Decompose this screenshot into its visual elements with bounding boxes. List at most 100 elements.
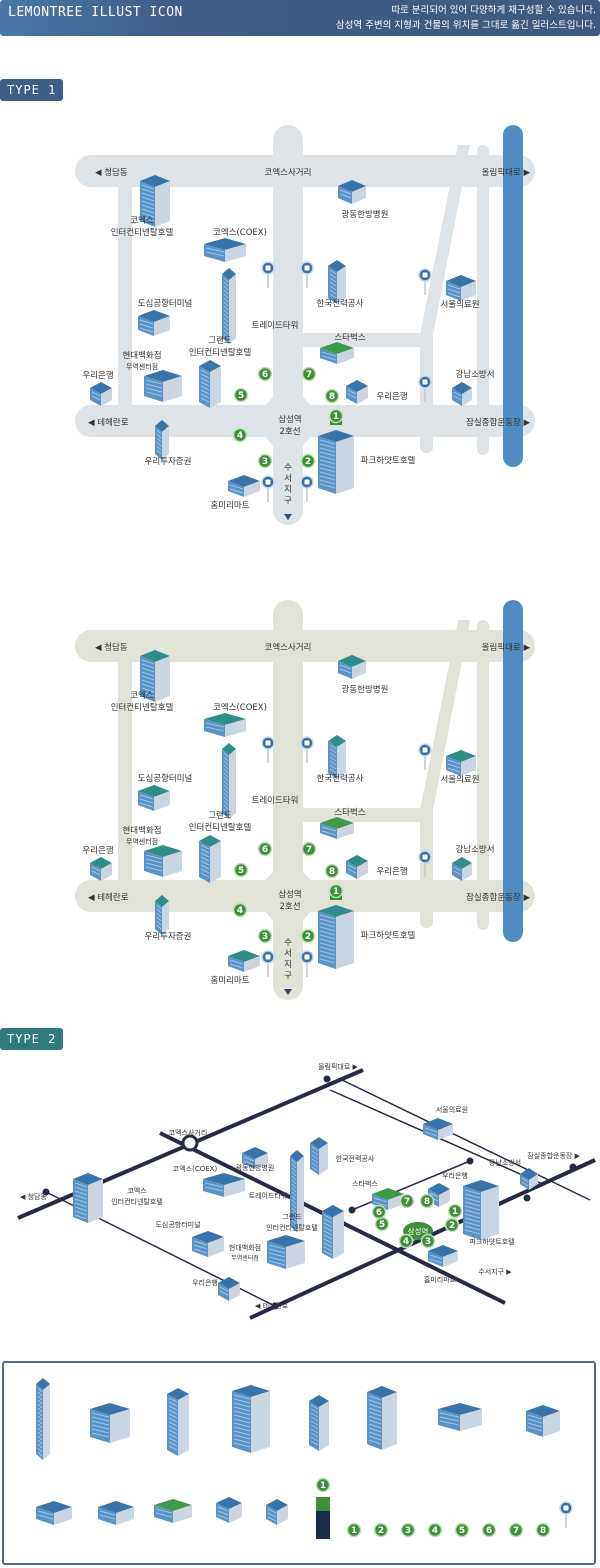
window-row	[233, 1442, 251, 1448]
trade-tower-building	[222, 268, 236, 344]
window-row	[339, 189, 352, 195]
exit-7: 7	[301, 366, 317, 382]
exit-6: 6	[257, 366, 273, 382]
window-row	[464, 1197, 481, 1203]
exit-number: 5	[459, 1526, 465, 1536]
exit-number: 6	[376, 1208, 382, 1218]
exit-circle	[257, 366, 273, 382]
window-row	[291, 1163, 297, 1169]
station-plaza	[252, 380, 324, 465]
exit-circle	[346, 1522, 362, 1538]
exit-pillar-number: 1	[315, 1477, 331, 1493]
wall-left	[222, 274, 229, 344]
window-row	[347, 868, 357, 874]
exit-icon-7: 7	[508, 1522, 524, 1538]
road-label-teheran: ◀ 테헤란로	[88, 892, 129, 903]
wall-right	[462, 388, 472, 406]
window-row	[464, 1205, 481, 1211]
exit-2: 2	[444, 1217, 460, 1233]
window-row	[37, 1439, 43, 1445]
window-row	[156, 433, 162, 439]
label-kepco: 한국전력공사	[317, 298, 364, 309]
bus-glyph	[422, 854, 428, 860]
window-row	[141, 663, 155, 669]
suseo-char: 서	[284, 474, 292, 484]
window-row	[223, 756, 229, 762]
window-row	[156, 912, 162, 918]
wall-left	[320, 823, 337, 839]
window-row	[319, 926, 336, 932]
airport-terminal-building	[138, 785, 170, 811]
exit-number: 8	[424, 1197, 430, 1207]
exit-6: 6	[257, 841, 273, 857]
road-label-cheongdam: ◀ 청담동	[95, 642, 128, 653]
label-starbucks: 스타벅스	[352, 1179, 378, 1188]
window-row	[310, 1412, 319, 1418]
window-row	[141, 659, 155, 665]
wall-right	[225, 244, 246, 262]
window-row	[368, 1435, 382, 1441]
window-row	[368, 1439, 382, 1445]
window-row	[74, 1198, 88, 1204]
road-label-jamsil: 잠실종합운동장 ▶	[466, 892, 530, 903]
window-row	[424, 1127, 438, 1133]
window-row	[373, 1201, 388, 1207]
window-row	[329, 277, 337, 283]
window-row	[193, 1248, 208, 1254]
suseo-char: 지	[284, 960, 292, 970]
window-row	[319, 439, 336, 445]
window-row	[168, 1437, 178, 1443]
exit-7: 7	[399, 1193, 415, 1209]
exit-circle	[508, 1522, 524, 1538]
exit-number: 6	[262, 845, 268, 855]
exit-circle	[301, 366, 317, 382]
road-starbucks	[303, 808, 433, 822]
label-grand-1: 그랜드	[208, 810, 232, 821]
window-row	[291, 1215, 297, 1221]
wall-right	[210, 841, 221, 883]
window-row	[200, 844, 210, 850]
grand-intercontinental-building	[322, 1205, 344, 1259]
exit-circle	[328, 883, 344, 899]
exit-number: 7	[306, 370, 312, 380]
exit-number: 4	[237, 431, 243, 441]
roads	[75, 125, 535, 525]
window-row	[223, 776, 229, 782]
window-row	[229, 959, 244, 965]
window-row	[223, 309, 229, 315]
window-row	[447, 763, 461, 769]
wall-right	[229, 274, 236, 344]
window-row	[319, 479, 336, 485]
wall-right	[277, 1505, 288, 1525]
window-row	[310, 1440, 319, 1446]
road-right-2	[477, 620, 489, 930]
window-row	[200, 397, 210, 403]
exit-number: 6	[486, 1526, 492, 1536]
bus-stop-icon	[261, 475, 275, 502]
window-row	[424, 1131, 438, 1137]
window-row	[223, 808, 229, 814]
type2-badge: TYPE 2	[0, 1028, 64, 1050]
exit-circle	[400, 1522, 416, 1538]
label-grand-2: 인터컨티넨탈호텔	[266, 1223, 318, 1232]
wall-right	[337, 266, 346, 304]
window-row	[74, 1202, 88, 1208]
woori-bank-right-building	[346, 855, 368, 879]
label-woori-left: 우리은행	[192, 1278, 218, 1287]
roads	[75, 600, 535, 1000]
wall-right	[461, 756, 476, 776]
bus-stop-icon	[559, 1501, 573, 1528]
window-row	[291, 1195, 297, 1201]
wall-right	[110, 1409, 130, 1443]
window-row	[464, 1213, 481, 1219]
exit-circle	[420, 1233, 436, 1249]
exit-icon-6: 6	[481, 1522, 497, 1538]
exit-number: 7	[513, 1526, 519, 1536]
road-label-teheran: ◀ 테헤란로	[88, 417, 129, 428]
window-row	[233, 1434, 251, 1440]
window-row	[74, 1182, 88, 1188]
window-row	[91, 866, 101, 872]
bus-stop-icon	[261, 736, 275, 763]
suseo-char: 수	[284, 463, 292, 473]
